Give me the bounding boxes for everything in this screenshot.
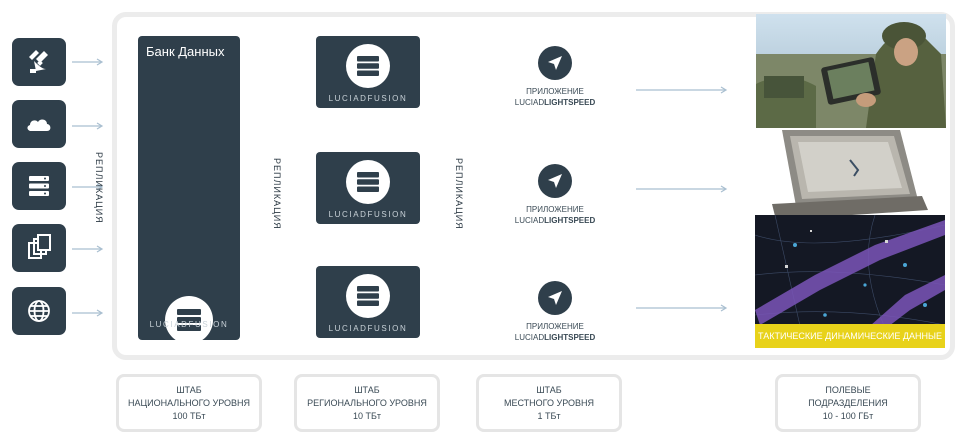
soldier-photo xyxy=(756,14,946,128)
arrow xyxy=(72,57,104,67)
replication-label: РЕПЛИКАЦИЯ xyxy=(94,152,104,224)
server-icon xyxy=(346,44,390,88)
documents-icon xyxy=(12,224,66,272)
lightspeed-app: ПРИЛОЖЕНИЕ LUCIADLIGHTSPEED xyxy=(500,164,610,226)
map-caption: ТАКТИЧЕСКИЕ ДИНАМИЧЕСКИЕ ДАННЫЕ xyxy=(755,324,945,348)
arrow xyxy=(636,303,728,313)
lightspeed-app: ПРИЛОЖЕНИЕ LUCIADLIGHTSPEED xyxy=(500,46,610,108)
app-label: ПРИЛОЖЕНИЕ xyxy=(526,322,584,331)
level-label-local: ШТАБ МЕСТНОГО УРОВНЯ 1 ТБт xyxy=(476,374,622,432)
fusion-node: LUCIADFUSION xyxy=(316,36,420,108)
replication-label: РЕПЛИКАЦИЯ xyxy=(454,158,464,230)
globe-icon xyxy=(12,287,66,335)
app-label: ПРИЛОЖЕНИЕ xyxy=(526,205,584,214)
server-icon xyxy=(346,160,390,204)
arrow xyxy=(72,308,104,318)
tactical-map: ТАКТИЧЕСКИЕ ДИНАМИЧЕСКИЕ ДАННЫЕ xyxy=(755,215,945,348)
data-bank: Банк Данных LUCIADFUSION xyxy=(138,36,240,344)
data-bank-title: Банк Данных xyxy=(146,44,225,59)
navigation-arrow-icon xyxy=(538,164,572,198)
app-brand: LUCIADLIGHTSPEED xyxy=(514,98,596,107)
luciadfusion-brand: LUCIADFUSION xyxy=(328,94,408,103)
fusion-node: LUCIADFUSION xyxy=(316,152,420,224)
satellite-icon xyxy=(12,38,66,86)
luciadfusion-brand: LUCIADFUSION xyxy=(328,324,408,333)
luciadfusion-brand: LUCIADFUSION xyxy=(328,210,408,219)
lightspeed-app: ПРИЛОЖЕНИЕ LUCIADLIGHTSPEED xyxy=(500,281,610,343)
luciadfusion-brand: LUCIADFUSION xyxy=(149,320,229,329)
arrow xyxy=(72,182,104,192)
app-brand: LUCIADLIGHTSPEED xyxy=(514,216,596,225)
navigation-arrow-icon xyxy=(538,46,572,80)
level-label-field-units: ПОЛЕВЫЕ ПОДРАЗДЕЛЕНИЯ 10 - 100 ГБт xyxy=(775,374,921,432)
fusion-node: LUCIADFUSION xyxy=(316,266,420,338)
server-icon xyxy=(165,296,213,344)
server-icon xyxy=(12,162,66,210)
arrow xyxy=(72,244,104,254)
arrow xyxy=(636,184,728,194)
app-brand: LUCIADLIGHTSPEED xyxy=(514,333,596,342)
level-label-regional: ШТАБ РЕГИОНАЛЬНОГО УРОВНЯ 10 ТБт xyxy=(294,374,440,432)
rugged-tablet-photo xyxy=(762,124,930,222)
arrow xyxy=(636,85,728,95)
arrow xyxy=(72,121,104,131)
cloud-icon xyxy=(12,100,66,148)
level-label-national: ШТАБ НАЦИОНАЛЬНОГО УРОВНЯ 100 ТБт xyxy=(116,374,262,432)
replication-label: РЕПЛИКАЦИЯ xyxy=(272,158,282,230)
app-label: ПРИЛОЖЕНИЕ xyxy=(526,87,584,96)
navigation-arrow-icon xyxy=(538,281,572,315)
server-icon xyxy=(346,274,390,318)
